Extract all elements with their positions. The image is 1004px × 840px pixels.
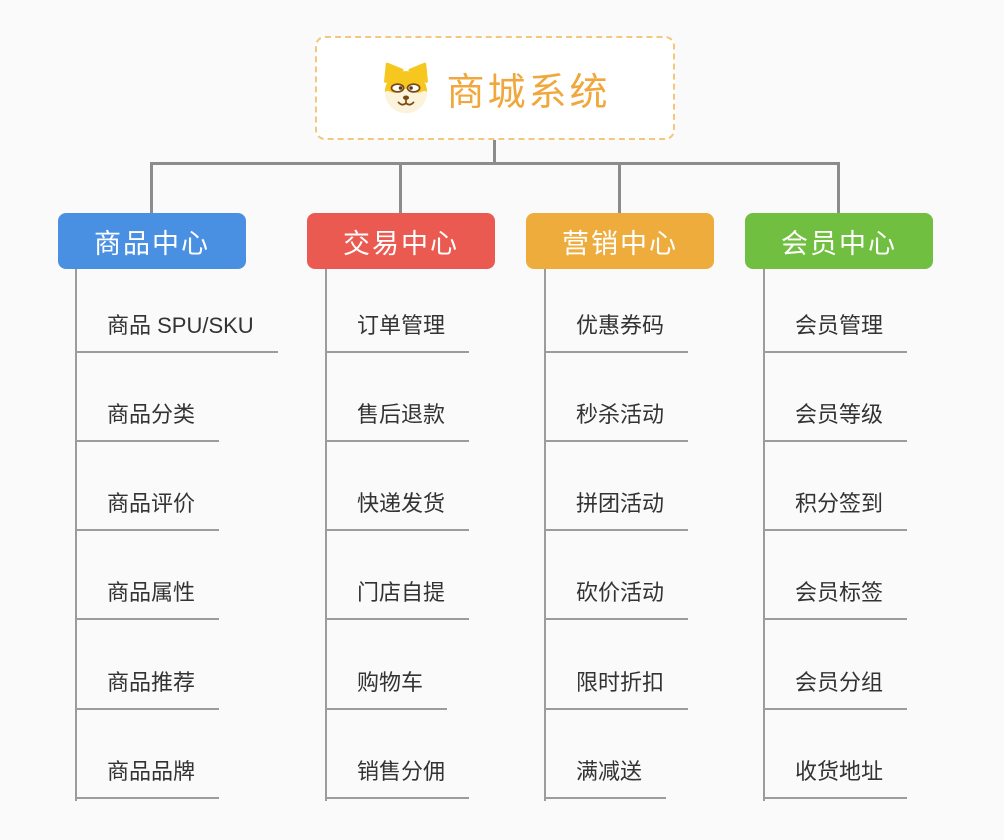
leaf-node-limited-time-discount[interactable]: 限时折扣 bbox=[544, 668, 689, 710]
connector-drop-marketing bbox=[618, 162, 621, 214]
branch-line-product-center bbox=[75, 269, 77, 801]
branch-line-member-center bbox=[763, 269, 765, 801]
leaf-node-member-tags[interactable]: 会员标签 bbox=[763, 578, 908, 620]
leaf-node-order-management[interactable]: 订单管理 bbox=[325, 311, 470, 353]
leaf-node-product-brand[interactable]: 商品品牌 bbox=[75, 757, 220, 799]
branch-label: 会员中心 bbox=[781, 228, 897, 259]
branch-label: 商品中心 bbox=[94, 228, 210, 259]
branch-line-trade-center bbox=[325, 269, 327, 801]
leaf-node-flash-sale[interactable]: 秒杀活动 bbox=[544, 400, 689, 442]
branch-line-marketing-center bbox=[544, 269, 546, 801]
dog-face-icon bbox=[384, 62, 429, 114]
leaf-node-product-category[interactable]: 商品分类 bbox=[75, 400, 220, 442]
leaf-node-sales-commission[interactable]: 销售分佣 bbox=[325, 757, 470, 799]
connector-root-stub bbox=[493, 140, 496, 163]
root-node-title: 商城系统 bbox=[446, 71, 611, 114]
leaf-node-after-sale-refund[interactable]: 售后退款 bbox=[325, 400, 470, 442]
connector-drop-members bbox=[837, 162, 840, 214]
leaf-node-shipping-address[interactable]: 收货地址 bbox=[763, 757, 908, 799]
leaf-node-store-pickup[interactable]: 门店自提 bbox=[325, 578, 470, 620]
leaf-node-coupon-codes[interactable]: 优惠券码 bbox=[544, 311, 689, 353]
leaf-node-group-buying[interactable]: 拼团活动 bbox=[544, 489, 689, 531]
branch-label: 交易中心 bbox=[343, 228, 459, 259]
leaf-node-express-delivery[interactable]: 快递发货 bbox=[325, 489, 470, 531]
leaf-node-product-spu-sku[interactable]: 商品 SPU/SKU bbox=[75, 311, 278, 353]
leaf-node-product-attribute[interactable]: 商品属性 bbox=[75, 578, 220, 620]
leaf-node-member-groups[interactable]: 会员分组 bbox=[763, 668, 908, 710]
connector-horizontal-bus bbox=[150, 162, 840, 165]
branch-node-marketing-center[interactable]: 营销中心 bbox=[526, 213, 714, 269]
branch-node-product-center[interactable]: 商品中心 bbox=[58, 213, 246, 269]
leaf-node-product-review[interactable]: 商品评价 bbox=[75, 489, 220, 531]
leaf-node-bargain-activity[interactable]: 砍价活动 bbox=[544, 578, 689, 620]
leaf-node-product-recommend[interactable]: 商品推荐 bbox=[75, 668, 220, 710]
connector-drop-trade bbox=[399, 162, 402, 214]
branch-node-member-center[interactable]: 会员中心 bbox=[745, 213, 933, 269]
leaf-node-points-checkin[interactable]: 积分签到 bbox=[763, 489, 908, 531]
leaf-node-spend-save-promo[interactable]: 满减送 bbox=[544, 757, 667, 799]
leaf-node-member-management[interactable]: 会员管理 bbox=[763, 311, 908, 353]
connector-drop-products bbox=[150, 162, 153, 214]
leaf-node-member-level[interactable]: 会员等级 bbox=[763, 400, 908, 442]
root-node-mall-system[interactable]: 商城系统 bbox=[315, 36, 675, 140]
branch-node-trade-center[interactable]: 交易中心 bbox=[307, 213, 495, 269]
leaf-node-shopping-cart[interactable]: 购物车 bbox=[325, 668, 448, 710]
branch-label: 营销中心 bbox=[562, 228, 678, 259]
